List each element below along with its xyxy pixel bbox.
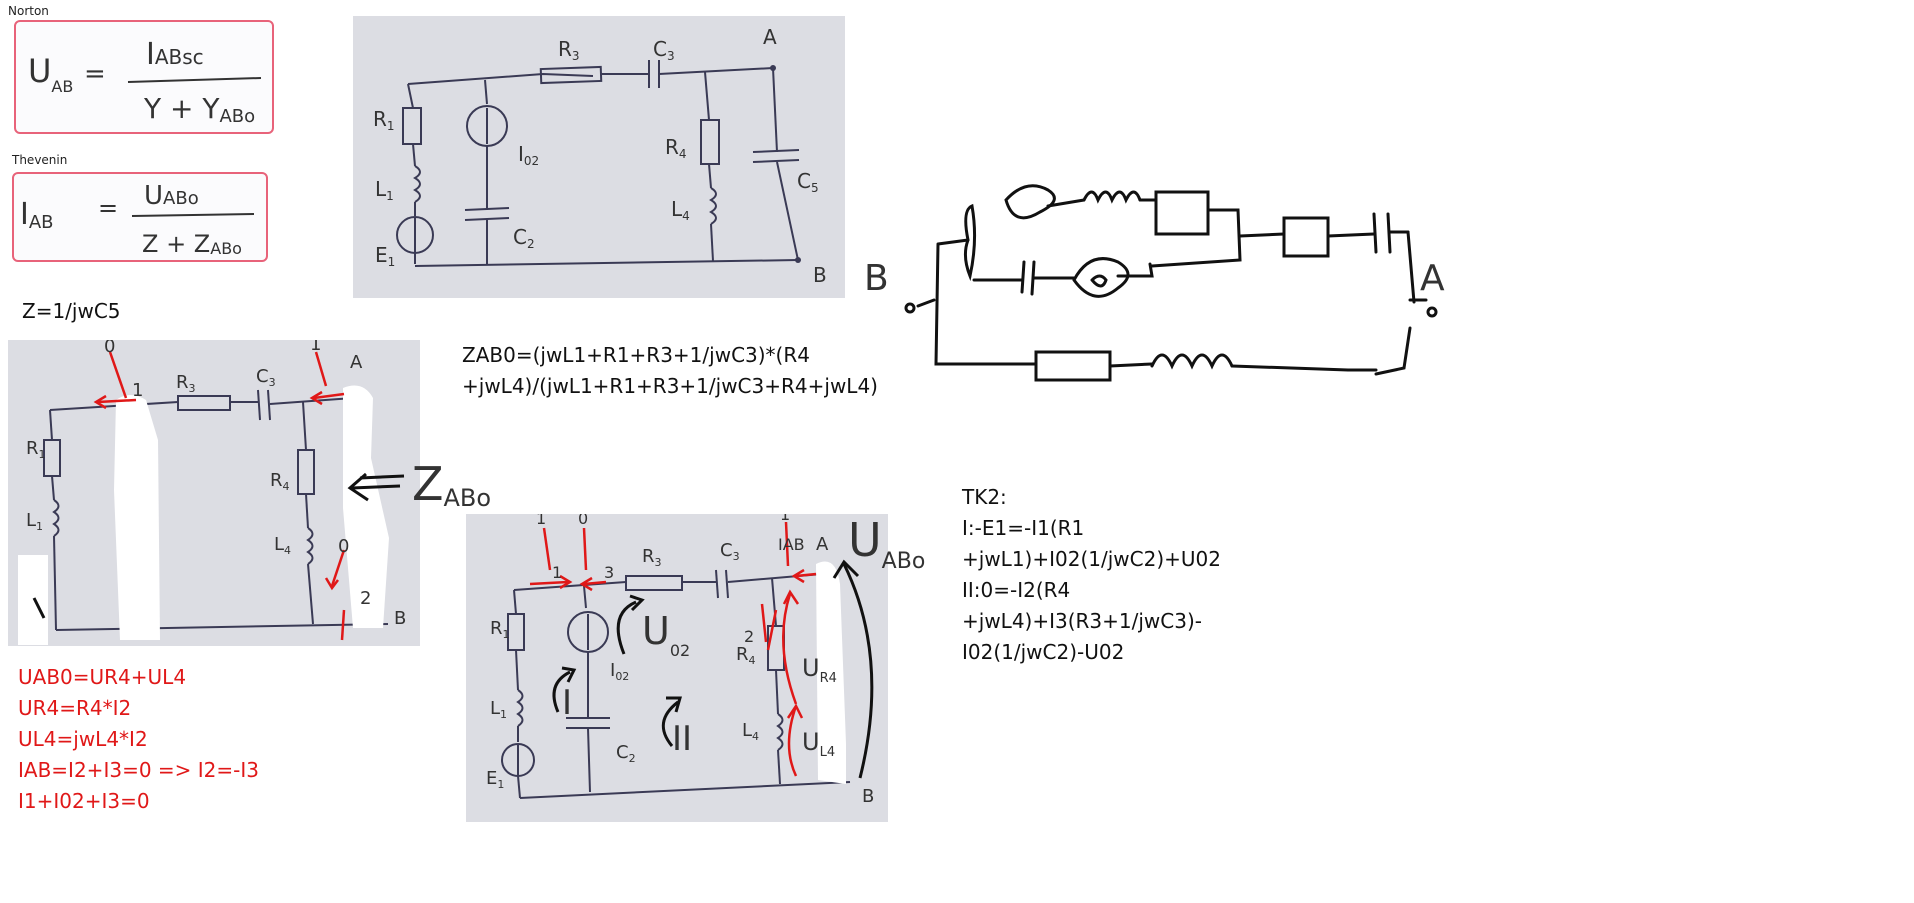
svg-text:L1: L1: [490, 698, 507, 721]
svg-text:R3: R3: [176, 372, 196, 395]
red-node-1-zab: 1: [132, 380, 143, 401]
label-B-top: B: [813, 263, 827, 287]
svg-text:C2: C2: [616, 742, 636, 765]
label-A-top: A: [763, 25, 777, 49]
svg-text:=: =: [98, 194, 118, 222]
norton-formula-svg: UAB = IABsc Y + YABo: [28, 37, 262, 127]
circuit-photo-top: R1 L1 E1 I02 C2 R3 C3 R4 L4 C5 A B: [353, 16, 845, 298]
loop-II-label: II: [672, 719, 692, 759]
z-c5-formula: Z=1/jwC5: [22, 299, 121, 323]
svg-text:L1: L1: [26, 510, 43, 533]
svg-text:A: A: [350, 352, 363, 373]
svg-text:R1: R1: [490, 618, 510, 641]
label-C5: C5: [797, 169, 819, 195]
red-node-1b-uab: 1: [552, 563, 562, 582]
sketch-label-B: B: [864, 258, 889, 299]
label-L4: L4: [671, 197, 690, 223]
svg-text:I02: I02: [610, 660, 629, 683]
red-node-0-zab: 0: [104, 340, 115, 357]
label-I02: I02: [518, 142, 539, 168]
red-iab-label: IAB: [778, 535, 805, 554]
svg-text:IABsc: IABsc: [146, 37, 204, 72]
svg-text:L4: L4: [274, 534, 291, 557]
label-E1: E1: [375, 243, 395, 269]
red-node-2-zab: 2: [360, 588, 371, 609]
label-R4: R4: [665, 135, 687, 161]
zab0-formula: ZAB0=(jwL1+R1+R3+1/jwC3)*(R4 +jwL4)/(jwL…: [462, 343, 878, 398]
circuit-diagram-top: R1 L1 E1 I02 C2 R3 C3 R4 L4 C5 A B: [373, 25, 827, 287]
svg-text:A: A: [816, 534, 829, 555]
loop-I-label: I: [562, 683, 572, 723]
thevenin-label: Thevenin: [12, 153, 68, 167]
label-L1: L1: [375, 177, 394, 203]
svg-text:C3: C3: [256, 366, 276, 389]
circuit-photo-uab: 1 0 1 3 1 IAB 2 UR4 UL4 R1 L1 E1 I02 C2 …: [466, 514, 888, 822]
label-R1: R1: [373, 107, 395, 133]
svg-text:UAB: UAB: [28, 52, 73, 96]
svg-text:C3: C3: [720, 540, 740, 563]
tk2-equations: TK2: I:-E1=-I1(R1 +jwL1)+I02(1/jwC2)+U02…: [962, 485, 1221, 664]
svg-text:Y + YABo: Y + YABo: [143, 92, 255, 127]
red-node-1b-zab: 1: [310, 340, 321, 355]
uab0-equations: UAB0=UR4+UL4 UR4=R4*I2 UL4=jwL4*I2 IAB=I…: [18, 665, 259, 813]
red-ur4-label: UR4: [802, 654, 837, 686]
red-node-0-uab: 0: [578, 514, 588, 528]
red-node-2-uab: 2: [744, 627, 754, 646]
norton-label: Norton: [8, 4, 49, 18]
u02-label: U02: [642, 609, 690, 660]
circuit-diagram-uab: 1 0 1 3 1 IAB 2 UR4 UL4 R1 L1 E1 I02 C2 …: [486, 514, 874, 807]
svg-text:IAB: IAB: [20, 197, 54, 233]
red-node-3-uab: 3: [604, 563, 614, 582]
svg-text:R4: R4: [270, 470, 290, 493]
norton-formula: UAB = IABsc Y + YABo: [14, 20, 274, 134]
circuit-photo-zab: 0 1 1 0 2 R1 L1 R3 C3 R4 L4 A B: [8, 340, 420, 646]
red-node-1-uab: 1: [536, 514, 546, 528]
svg-text:L4: L4: [742, 720, 759, 743]
sketch-label-A: A: [1420, 258, 1445, 299]
svg-text:ZABo: ZABo: [412, 457, 491, 512]
svg-text:B: B: [862, 786, 874, 807]
svg-text:Z + ZABo: Z + ZABo: [142, 230, 242, 258]
svg-text:UABo: UABo: [144, 181, 199, 211]
svg-text:E1: E1: [486, 768, 504, 791]
red-node-1c-uab: 1: [780, 514, 790, 524]
red-ul4-label: UL4: [802, 728, 835, 760]
svg-text:R4: R4: [736, 644, 756, 667]
circuit-diagram-zab: 0 1 1 0 2 R1 L1 R3 C3 R4 L4 A B: [18, 340, 406, 645]
svg-text:R1: R1: [26, 438, 46, 461]
thevenin-formula-svg: IAB = UABo Z + ZABo: [20, 181, 255, 258]
thevenin-formula: IAB = UABo Z + ZABo: [12, 172, 268, 262]
svg-text:=: =: [84, 59, 106, 89]
label-C2: C2: [513, 225, 535, 251]
svg-text:B: B: [394, 608, 406, 629]
label-R3: R3: [558, 37, 580, 63]
label-C3: C3: [653, 37, 675, 63]
red-node-0b-zab: 0: [338, 536, 349, 557]
svg-text:R3: R3: [642, 546, 662, 569]
